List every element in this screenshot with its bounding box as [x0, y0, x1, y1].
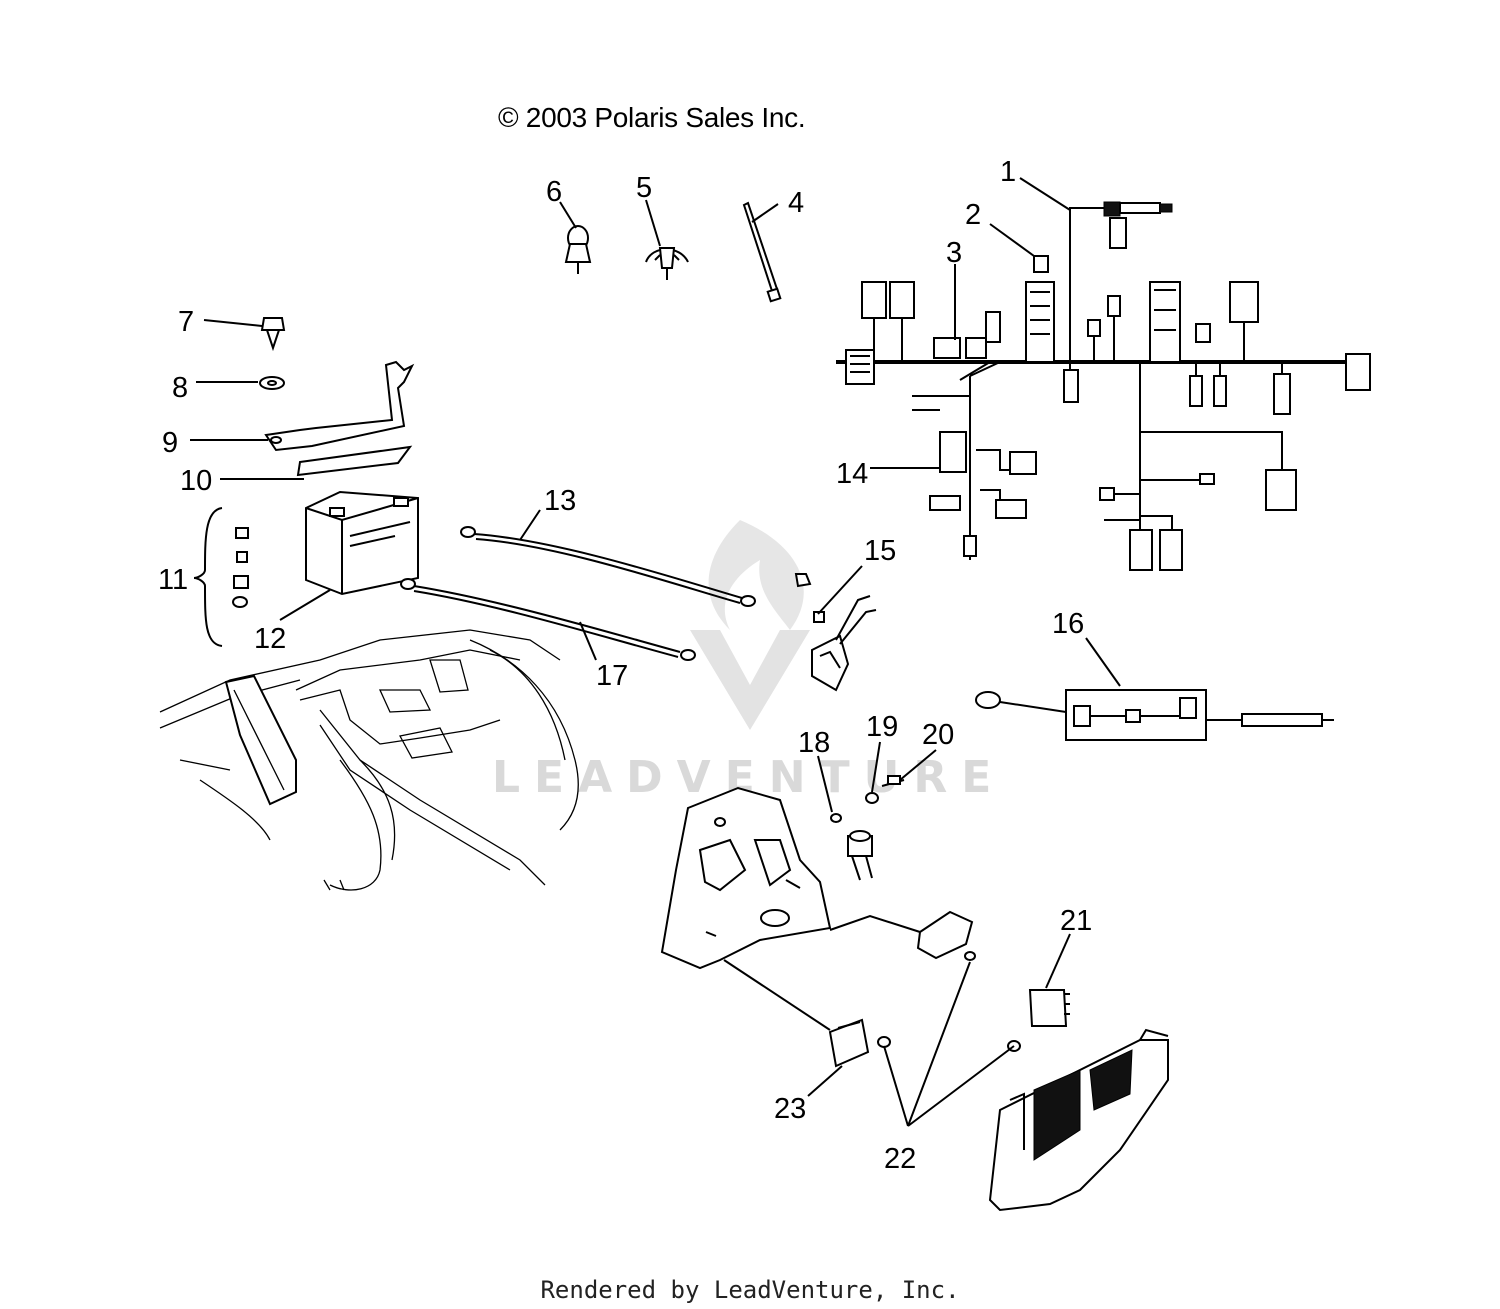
callout-12: 12: [254, 623, 286, 655]
battery-bracket-part: [264, 360, 415, 452]
watermark: LEADVENTURE: [492, 520, 991, 803]
callout-1: 1: [1000, 156, 1016, 188]
callout-5: 5: [636, 172, 652, 204]
fuse-harness-part: [975, 689, 1334, 741]
battery-cable-part: [460, 526, 756, 607]
v-logo-icon: [690, 630, 810, 730]
chassis-frame-part: [159, 629, 579, 891]
callout-14: 14: [836, 458, 868, 490]
callout-4: 4: [788, 187, 804, 219]
callout-6: 6: [546, 176, 562, 208]
cable-tie-part: [742, 201, 782, 303]
leader-lines: [190, 177, 1121, 1127]
callout-8: 8: [172, 372, 188, 404]
main-wire-harness-part: [836, 201, 1371, 571]
hardware-kit-part: [193, 507, 249, 647]
callout-7: 7: [178, 306, 194, 338]
footer-credit: Rendered by LeadVenture, Inc.: [540, 1276, 960, 1304]
flame-logo-icon: [708, 520, 804, 630]
callout-9: 9: [162, 427, 178, 459]
callout-labels: 1 2 3 4 5 6 7 8 9 10 11 12 13 14 15 16 1…: [158, 156, 1092, 1175]
washer-part: [259, 376, 285, 390]
callout-22: 22: [884, 1143, 916, 1175]
callout-18: 18: [798, 727, 830, 759]
capacitor-part: [830, 775, 905, 881]
ground-cable-part: [400, 573, 812, 661]
fir-tree-clip-part: [645, 247, 689, 280]
electrical-bracket-part: [660, 786, 832, 970]
battery-pad-part: [296, 445, 413, 477]
battery-part: [305, 490, 419, 596]
callout-23: 23: [774, 1093, 806, 1125]
push-clip-part: [564, 225, 592, 274]
bolt-part: [260, 317, 286, 352]
sub-wire-harness-part: [912, 361, 1037, 560]
callout-10: 10: [180, 465, 212, 497]
callout-16: 16: [1052, 608, 1084, 640]
callout-2: 2: [965, 199, 981, 231]
callout-17: 17: [596, 660, 628, 692]
heat-shield-part: [988, 1028, 1169, 1212]
callout-13: 13: [544, 485, 576, 517]
callout-3: 3: [946, 237, 962, 269]
regulator-part: [828, 1018, 870, 1068]
callout-19: 19: [866, 711, 898, 743]
voltage-regulator-part: [877, 989, 1070, 1052]
callout-21: 21: [1060, 905, 1092, 937]
cdi-module-part: [723, 910, 976, 1031]
copyright-notice: © 2003 Polaris Sales Inc.: [498, 102, 806, 133]
callout-11: 11: [158, 564, 188, 596]
callout-15: 15: [864, 535, 896, 567]
callout-20: 20: [922, 719, 954, 751]
